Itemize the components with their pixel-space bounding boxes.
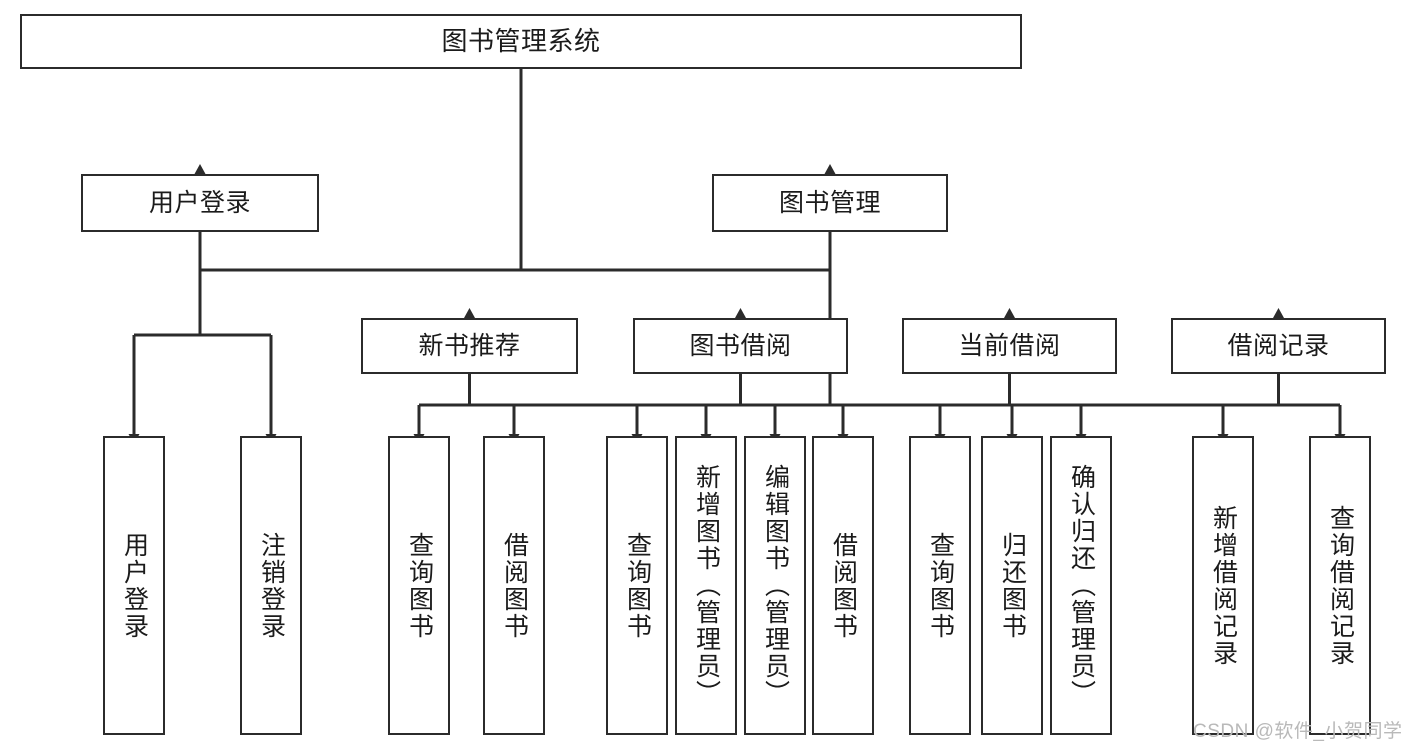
node-current-borrow[interactable]: 当前借阅 xyxy=(902,318,1117,374)
node-label-borrow-record: 借阅记录 xyxy=(1227,331,1330,360)
node-label-leaf-return-book: 归还图书 xyxy=(998,531,1027,640)
node-leaf-logout[interactable]: 注销登录 xyxy=(240,436,302,735)
node-label-root: 图书管理系统 xyxy=(441,26,601,57)
node-label-book-borrow: 图书借阅 xyxy=(689,331,792,360)
node-new-book-rec[interactable]: 新书推荐 xyxy=(361,318,578,374)
node-book-manage[interactable]: 图书管理 xyxy=(712,174,948,232)
node-label-leaf-borrow-book-2: 借阅图书 xyxy=(829,531,858,640)
node-borrow-record[interactable]: 借阅记录 xyxy=(1171,318,1386,374)
node-label-leaf-query-book-1: 查询图书 xyxy=(405,531,434,640)
node-leaf-edit-book[interactable]: 编辑图书（管理员） xyxy=(744,436,806,735)
node-leaf-user-login[interactable]: 用户登录 xyxy=(103,436,165,735)
node-label-leaf-confirm-return: 确认归还（管理员） xyxy=(1067,464,1096,707)
node-leaf-query-book-1[interactable]: 查询图书 xyxy=(388,436,450,735)
node-label-user-login: 用户登录 xyxy=(148,188,251,217)
node-leaf-query-book-2[interactable]: 查询图书 xyxy=(606,436,668,735)
node-label-leaf-query-book-3: 查询图书 xyxy=(926,531,955,640)
node-label-leaf-add-record: 新增借阅记录 xyxy=(1209,504,1238,667)
node-label-leaf-add-book: 新增图书（管理员） xyxy=(692,464,721,707)
node-label-leaf-logout: 注销登录 xyxy=(257,531,286,640)
node-label-book-manage: 图书管理 xyxy=(778,188,881,217)
node-book-borrow[interactable]: 图书借阅 xyxy=(633,318,848,374)
node-leaf-add-record[interactable]: 新增借阅记录 xyxy=(1192,436,1254,735)
node-leaf-borrow-book-1[interactable]: 借阅图书 xyxy=(483,436,545,735)
node-leaf-add-book[interactable]: 新增图书（管理员） xyxy=(675,436,737,735)
node-label-leaf-query-record: 查询借阅记录 xyxy=(1326,504,1355,667)
node-label-new-book-rec: 新书推荐 xyxy=(418,331,521,360)
node-label-leaf-query-book-2: 查询图书 xyxy=(623,531,652,640)
node-leaf-borrow-book-2[interactable]: 借阅图书 xyxy=(812,436,874,735)
node-user-login[interactable]: 用户登录 xyxy=(81,174,319,232)
node-leaf-return-book[interactable]: 归还图书 xyxy=(981,436,1043,735)
node-leaf-query-book-3[interactable]: 查询图书 xyxy=(909,436,971,735)
node-leaf-query-record[interactable]: 查询借阅记录 xyxy=(1309,436,1371,735)
node-root[interactable]: 图书管理系统 xyxy=(20,14,1022,69)
node-label-leaf-edit-book: 编辑图书（管理员） xyxy=(761,464,790,707)
node-leaf-confirm-return[interactable]: 确认归还（管理员） xyxy=(1050,436,1112,735)
node-label-leaf-user-login: 用户登录 xyxy=(120,531,149,640)
node-label-leaf-borrow-book-1: 借阅图书 xyxy=(500,531,529,640)
node-label-current-borrow: 当前借阅 xyxy=(958,331,1061,360)
